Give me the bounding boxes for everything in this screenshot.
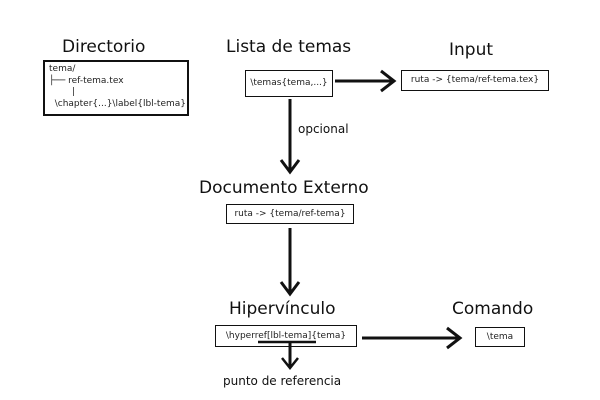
arrow-external-doc-to-hyperlink xyxy=(279,228,301,297)
directory-box: tema/ ├── ref-tema.tex | \chapter{...}\l… xyxy=(43,60,189,116)
reference-point-label: punto de referencia xyxy=(223,374,342,388)
arrow-label-to-reference-point xyxy=(258,340,316,371)
external-doc-box: ruta -> {tema/ref-tema} xyxy=(226,204,354,224)
input-content: ruta -> {tema/ref-tema.tex} xyxy=(410,75,540,85)
input-title: Input xyxy=(449,40,494,60)
input-box: ruta -> {tema/ref-tema.tex} xyxy=(401,70,549,91)
command-box: \tema xyxy=(475,327,525,347)
hyperlink-title: Hipervínculo xyxy=(229,299,336,319)
external-doc-content: ruta -> {tema/ref-tema} xyxy=(234,208,346,219)
command-content: \tema xyxy=(486,331,514,342)
arrow-topics-to-external-doc xyxy=(279,99,301,175)
directory-line-file: ├── ref-tema.tex xyxy=(49,75,124,86)
directory-line-pipe: | xyxy=(49,87,75,97)
command-title: Comando xyxy=(452,299,534,319)
directory-line-label: \chapter{...}\label{lbl-tema} xyxy=(49,98,186,109)
topics-list-box: \temas{tema,...} xyxy=(245,70,333,97)
arrow-hyperlink-to-command xyxy=(362,326,463,350)
hyperlink-content: \hyperref[lbl-tema]{tema} xyxy=(225,330,347,341)
hyperlink-box: \hyperref[lbl-tema]{tema} xyxy=(215,325,357,347)
directory-line-root: tema/ xyxy=(49,64,76,74)
topics-list-content: \temas{tema,...} xyxy=(250,78,328,88)
directory-title: Directorio xyxy=(62,37,146,57)
optional-label: opcional xyxy=(298,122,349,136)
arrow-topics-to-input xyxy=(335,69,397,93)
external-doc-title: Documento Externo xyxy=(199,178,369,198)
topics-list-title: Lista de temas xyxy=(226,37,352,57)
